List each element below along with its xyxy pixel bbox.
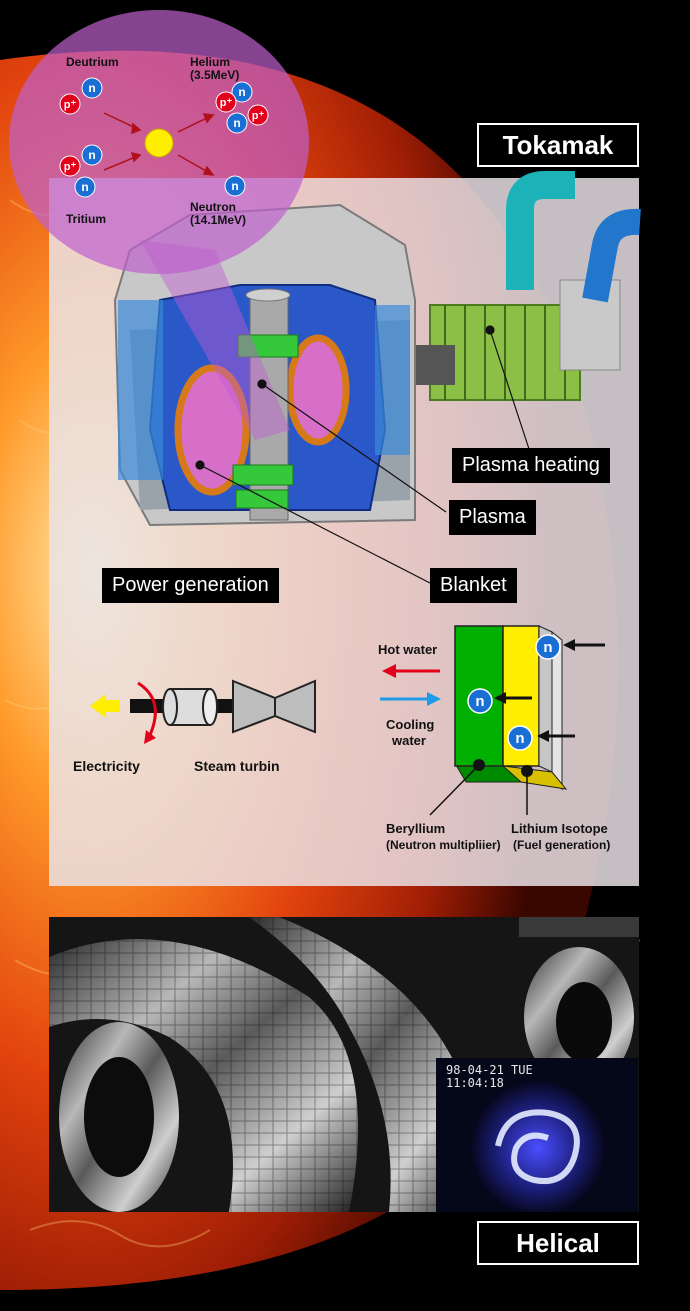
svg-text:n: n (88, 148, 95, 162)
svg-text:n: n (475, 693, 484, 710)
lithium-note: (Fuel generation) (513, 838, 611, 852)
rotation-arrow-icon (137, 681, 157, 736)
power-generation-label: Power generation (102, 568, 279, 603)
tokamak-title: Tokamak (477, 123, 639, 167)
beryllium-note: (Neutron multipliier) (386, 838, 501, 852)
helical-title: Helical (477, 1221, 639, 1265)
svg-text:n: n (543, 639, 552, 656)
deutrium-label: Deutrium (66, 55, 119, 69)
hot-water-label: Hot water (378, 642, 438, 657)
electricity-label: Electricity (73, 758, 140, 774)
cooling-water-label-1: Cooling (386, 717, 435, 732)
steam-turbine-icon (232, 679, 276, 734)
svg-text:p⁺: p⁺ (64, 99, 77, 111)
svg-text:n: n (238, 85, 245, 99)
beryllium-label: Beryllium (386, 821, 446, 836)
inset-time: 11:04:18 (446, 1076, 504, 1090)
hot-water-arrow-icon (382, 664, 396, 678)
neutron-label: Neutron (190, 200, 236, 214)
electricity-arrow-icon (90, 694, 120, 718)
blanket-label: Blanket (430, 568, 517, 603)
plasma-camera-inset: 98-04-21 TUE 11:04:18 (436, 1058, 638, 1216)
svg-text:n: n (233, 116, 240, 130)
svg-text:p⁺: p⁺ (64, 161, 77, 173)
plasma-heating-device (405, 171, 641, 401)
svg-text:p⁺: p⁺ (252, 110, 265, 122)
helium-energy: (3.5MeV) (190, 68, 240, 82)
plasma-heating-label: Plasma heating (452, 448, 610, 483)
cooling-water-arrow-icon (427, 692, 441, 706)
svg-text:n: n (231, 179, 238, 193)
cooling-water-label-2: water (392, 733, 426, 748)
svg-text:n: n (81, 180, 88, 194)
plasma-label: Plasma (449, 500, 536, 535)
helium-label: Helium (190, 55, 231, 69)
svg-text:n: n (88, 81, 95, 95)
inset-date: 98-04-21 TUE (446, 1063, 533, 1077)
steam-turbin-label: Steam turbin (194, 758, 280, 774)
tritium-label: Tritium (66, 212, 107, 226)
lithium-label: Lithium Isotope (511, 821, 608, 836)
svg-text:p⁺: p⁺ (220, 97, 233, 109)
neutron-energy: (14.1MeV) (190, 213, 247, 227)
svg-text:n: n (515, 730, 524, 747)
